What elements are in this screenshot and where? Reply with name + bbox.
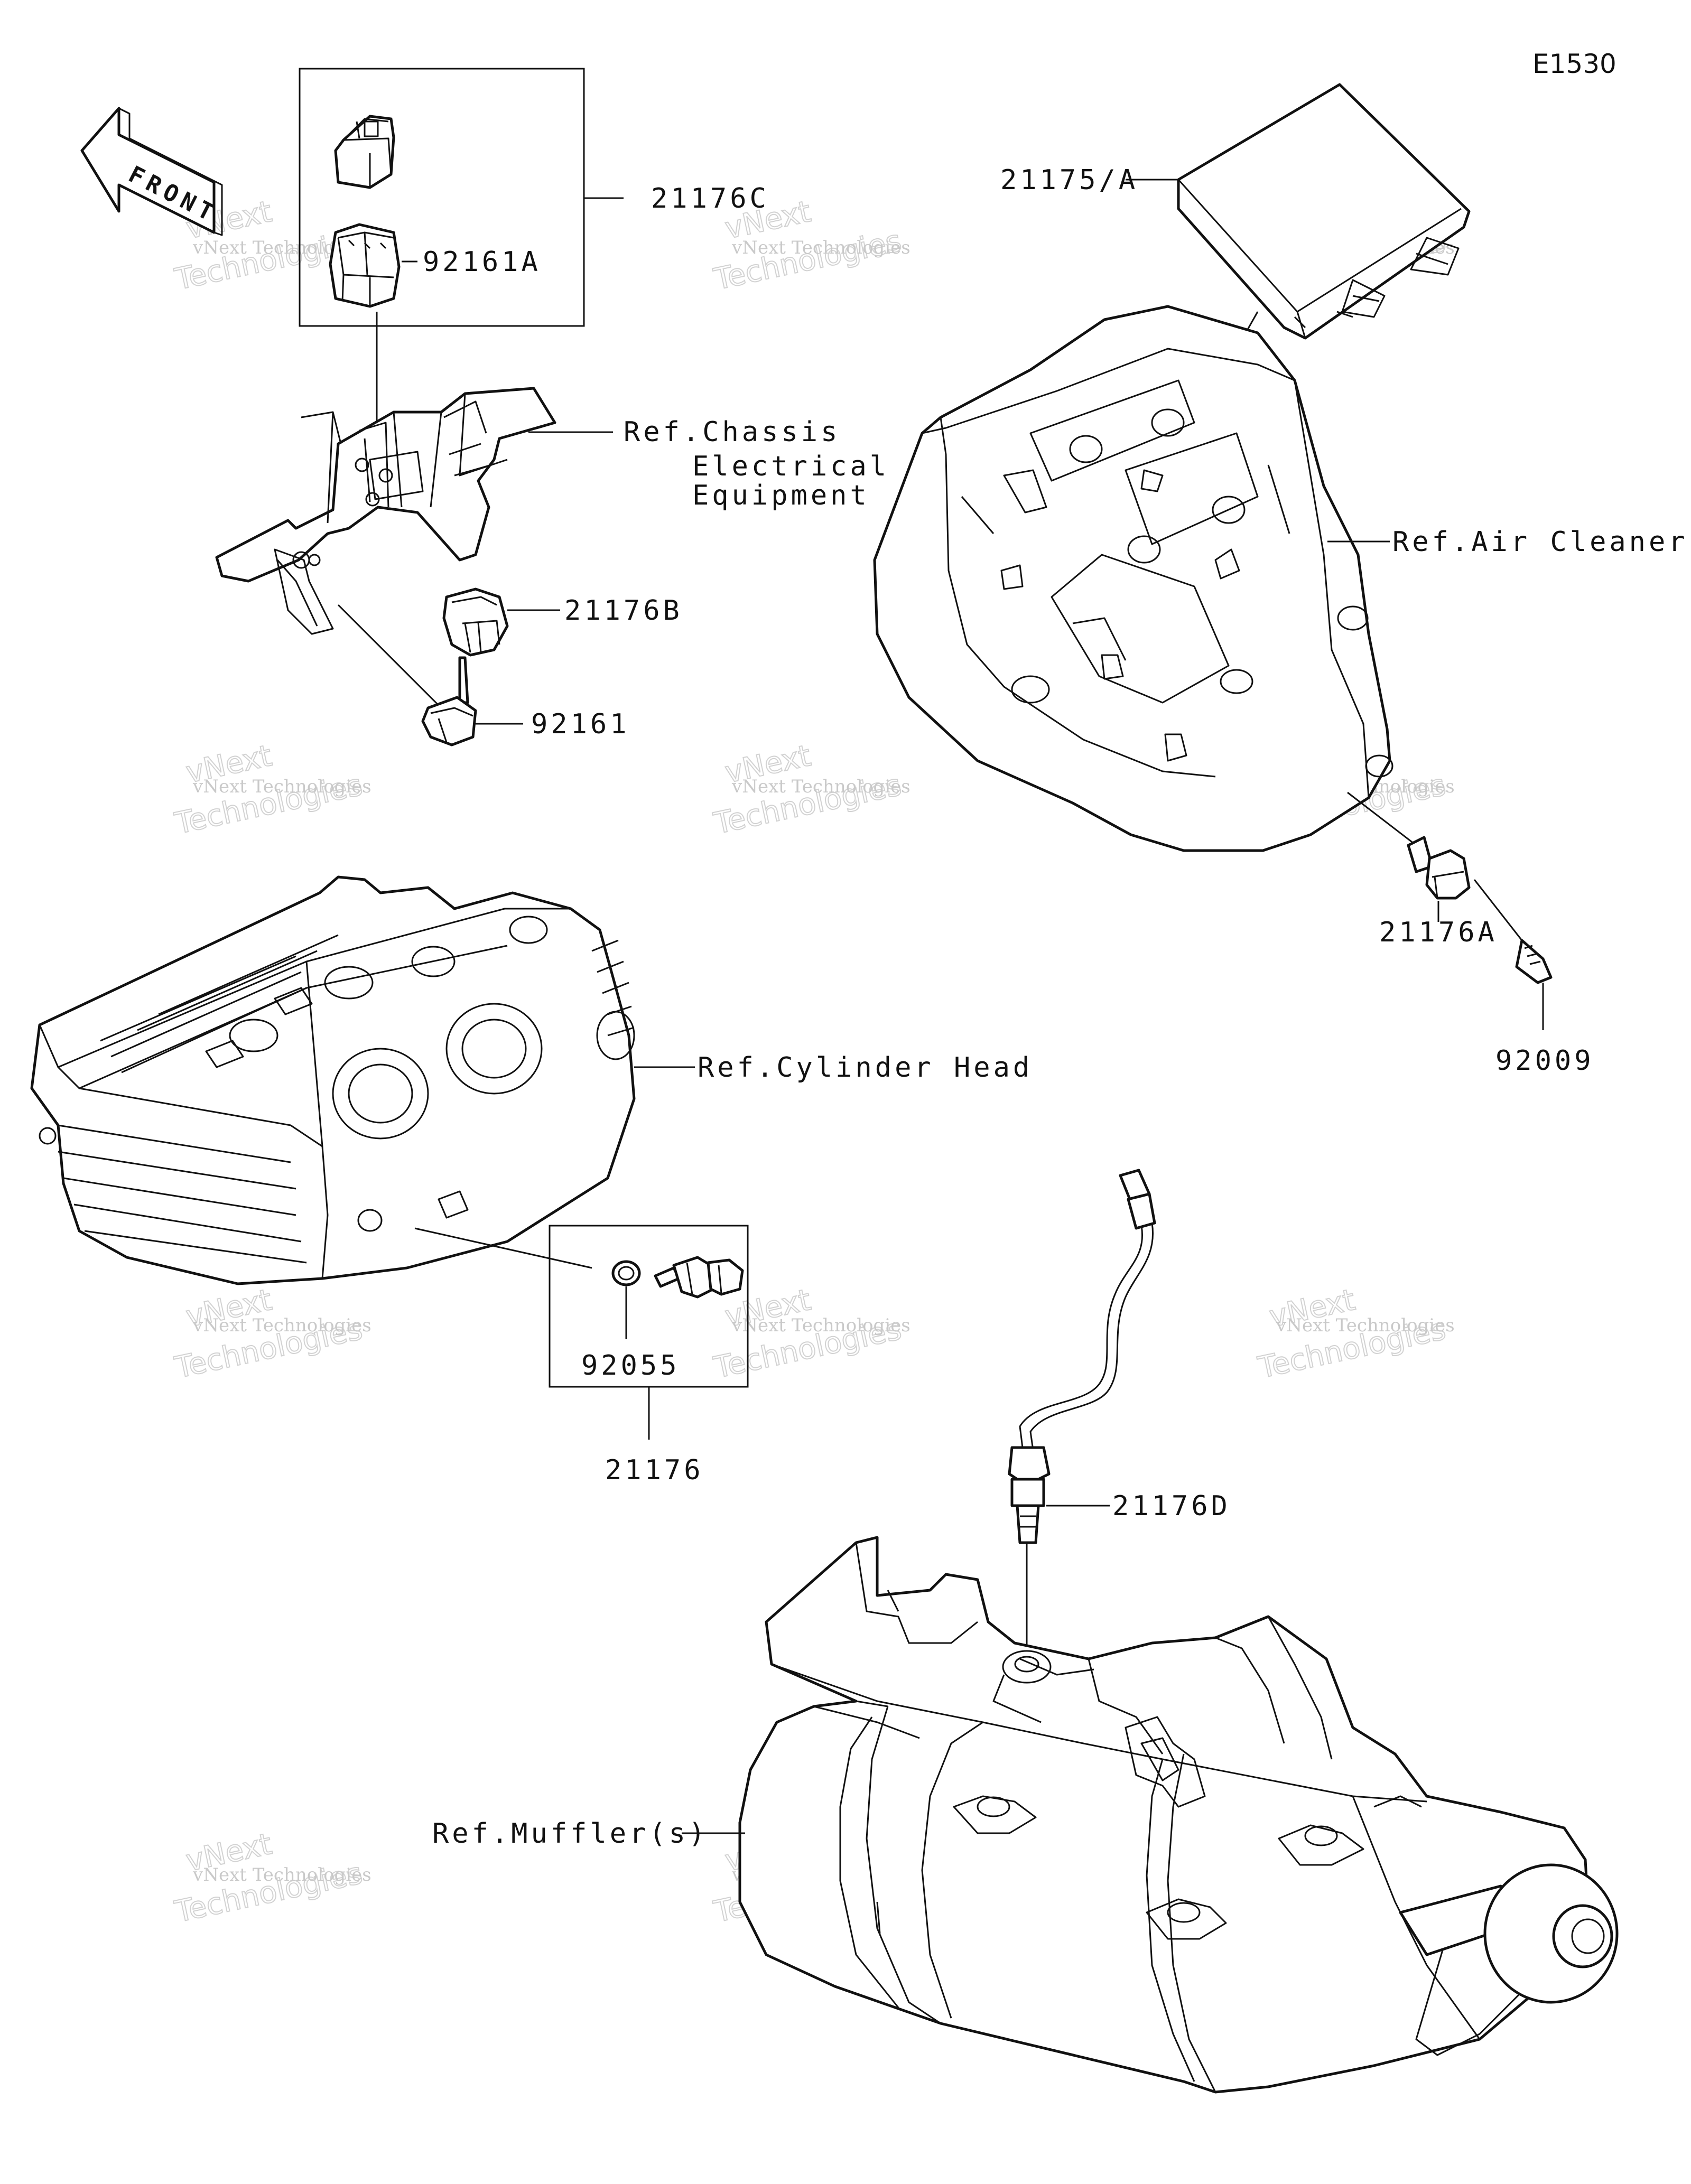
temperature-sensor-21176-icon [654, 1256, 744, 1299]
watermark-text: vNext Technologies [731, 237, 910, 258]
label-ref-chassis-line1: Ref.Chassis [624, 416, 840, 448]
label-ref-cylinder-head: Ref.Cylinder Head [698, 1052, 1033, 1084]
watermark-text: vNext Technologies [192, 1864, 371, 1886]
label-21176: 21176 [605, 1454, 704, 1486]
label-21176D: 21176D [1112, 1490, 1231, 1522]
cylinder-head-icon [30, 875, 636, 1285]
label-ref-chassis-line3: Equipment [692, 480, 870, 511]
front-arrow-icon: FRONT [80, 107, 223, 236]
label-92161A: 92161A [423, 246, 541, 278]
relay-assembly-21176C: 21176C 92161A [299, 68, 769, 327]
label-21176A: 21176A [1379, 917, 1498, 948]
label-92161: 92161 [531, 708, 630, 740]
screw-92009-icon [1515, 939, 1553, 984]
label-ref-air-cleaner: Ref.Air Cleaner [1392, 526, 1688, 558]
label-92009: 92009 [1495, 1045, 1594, 1077]
grommet-92161-icon [421, 656, 523, 746]
ecu-21175A-icon [1126, 83, 1471, 340]
watermark-text: vNext Technologies [731, 1315, 910, 1336]
sensor-21176A-icon [1407, 836, 1471, 900]
leader-head-sensor [414, 1227, 592, 1269]
relay-icon [334, 115, 395, 189]
air-cleaner-icon [873, 305, 1393, 852]
label-21176C: 21176C [651, 183, 769, 214]
diagram-code: E1530 [1532, 49, 1616, 79]
washer-92055-icon [611, 1260, 641, 1286]
sensor-21176B-icon [442, 587, 560, 657]
label-92055: 92055 [581, 1350, 680, 1382]
label-21175A: 21175/A [1000, 164, 1138, 196]
chassis-bracket-icon [215, 387, 556, 635]
label-21176B: 21176B [564, 595, 683, 627]
muffler-icon [738, 1536, 1619, 2094]
label-ref-chassis-line2: Electrical [692, 451, 889, 482]
label-ref-muffler: Ref.Muffler(s) [432, 1818, 708, 1850]
relay-socket-icon [329, 223, 401, 308]
watermark-text: vNext Technologies [192, 776, 371, 797]
watermark-text: vNext Technologies [731, 776, 910, 797]
leader-sensor-screw [1473, 879, 1523, 941]
oxygen-sensor-21176D-icon [1008, 1169, 1156, 1544]
leader-bracket-92161 [337, 604, 442, 709]
leader-aircleaner-sensor [1347, 791, 1417, 846]
watermark-text: vNext Technologies [1276, 1315, 1455, 1336]
watermark-text: vNext Technologies [192, 1315, 371, 1336]
